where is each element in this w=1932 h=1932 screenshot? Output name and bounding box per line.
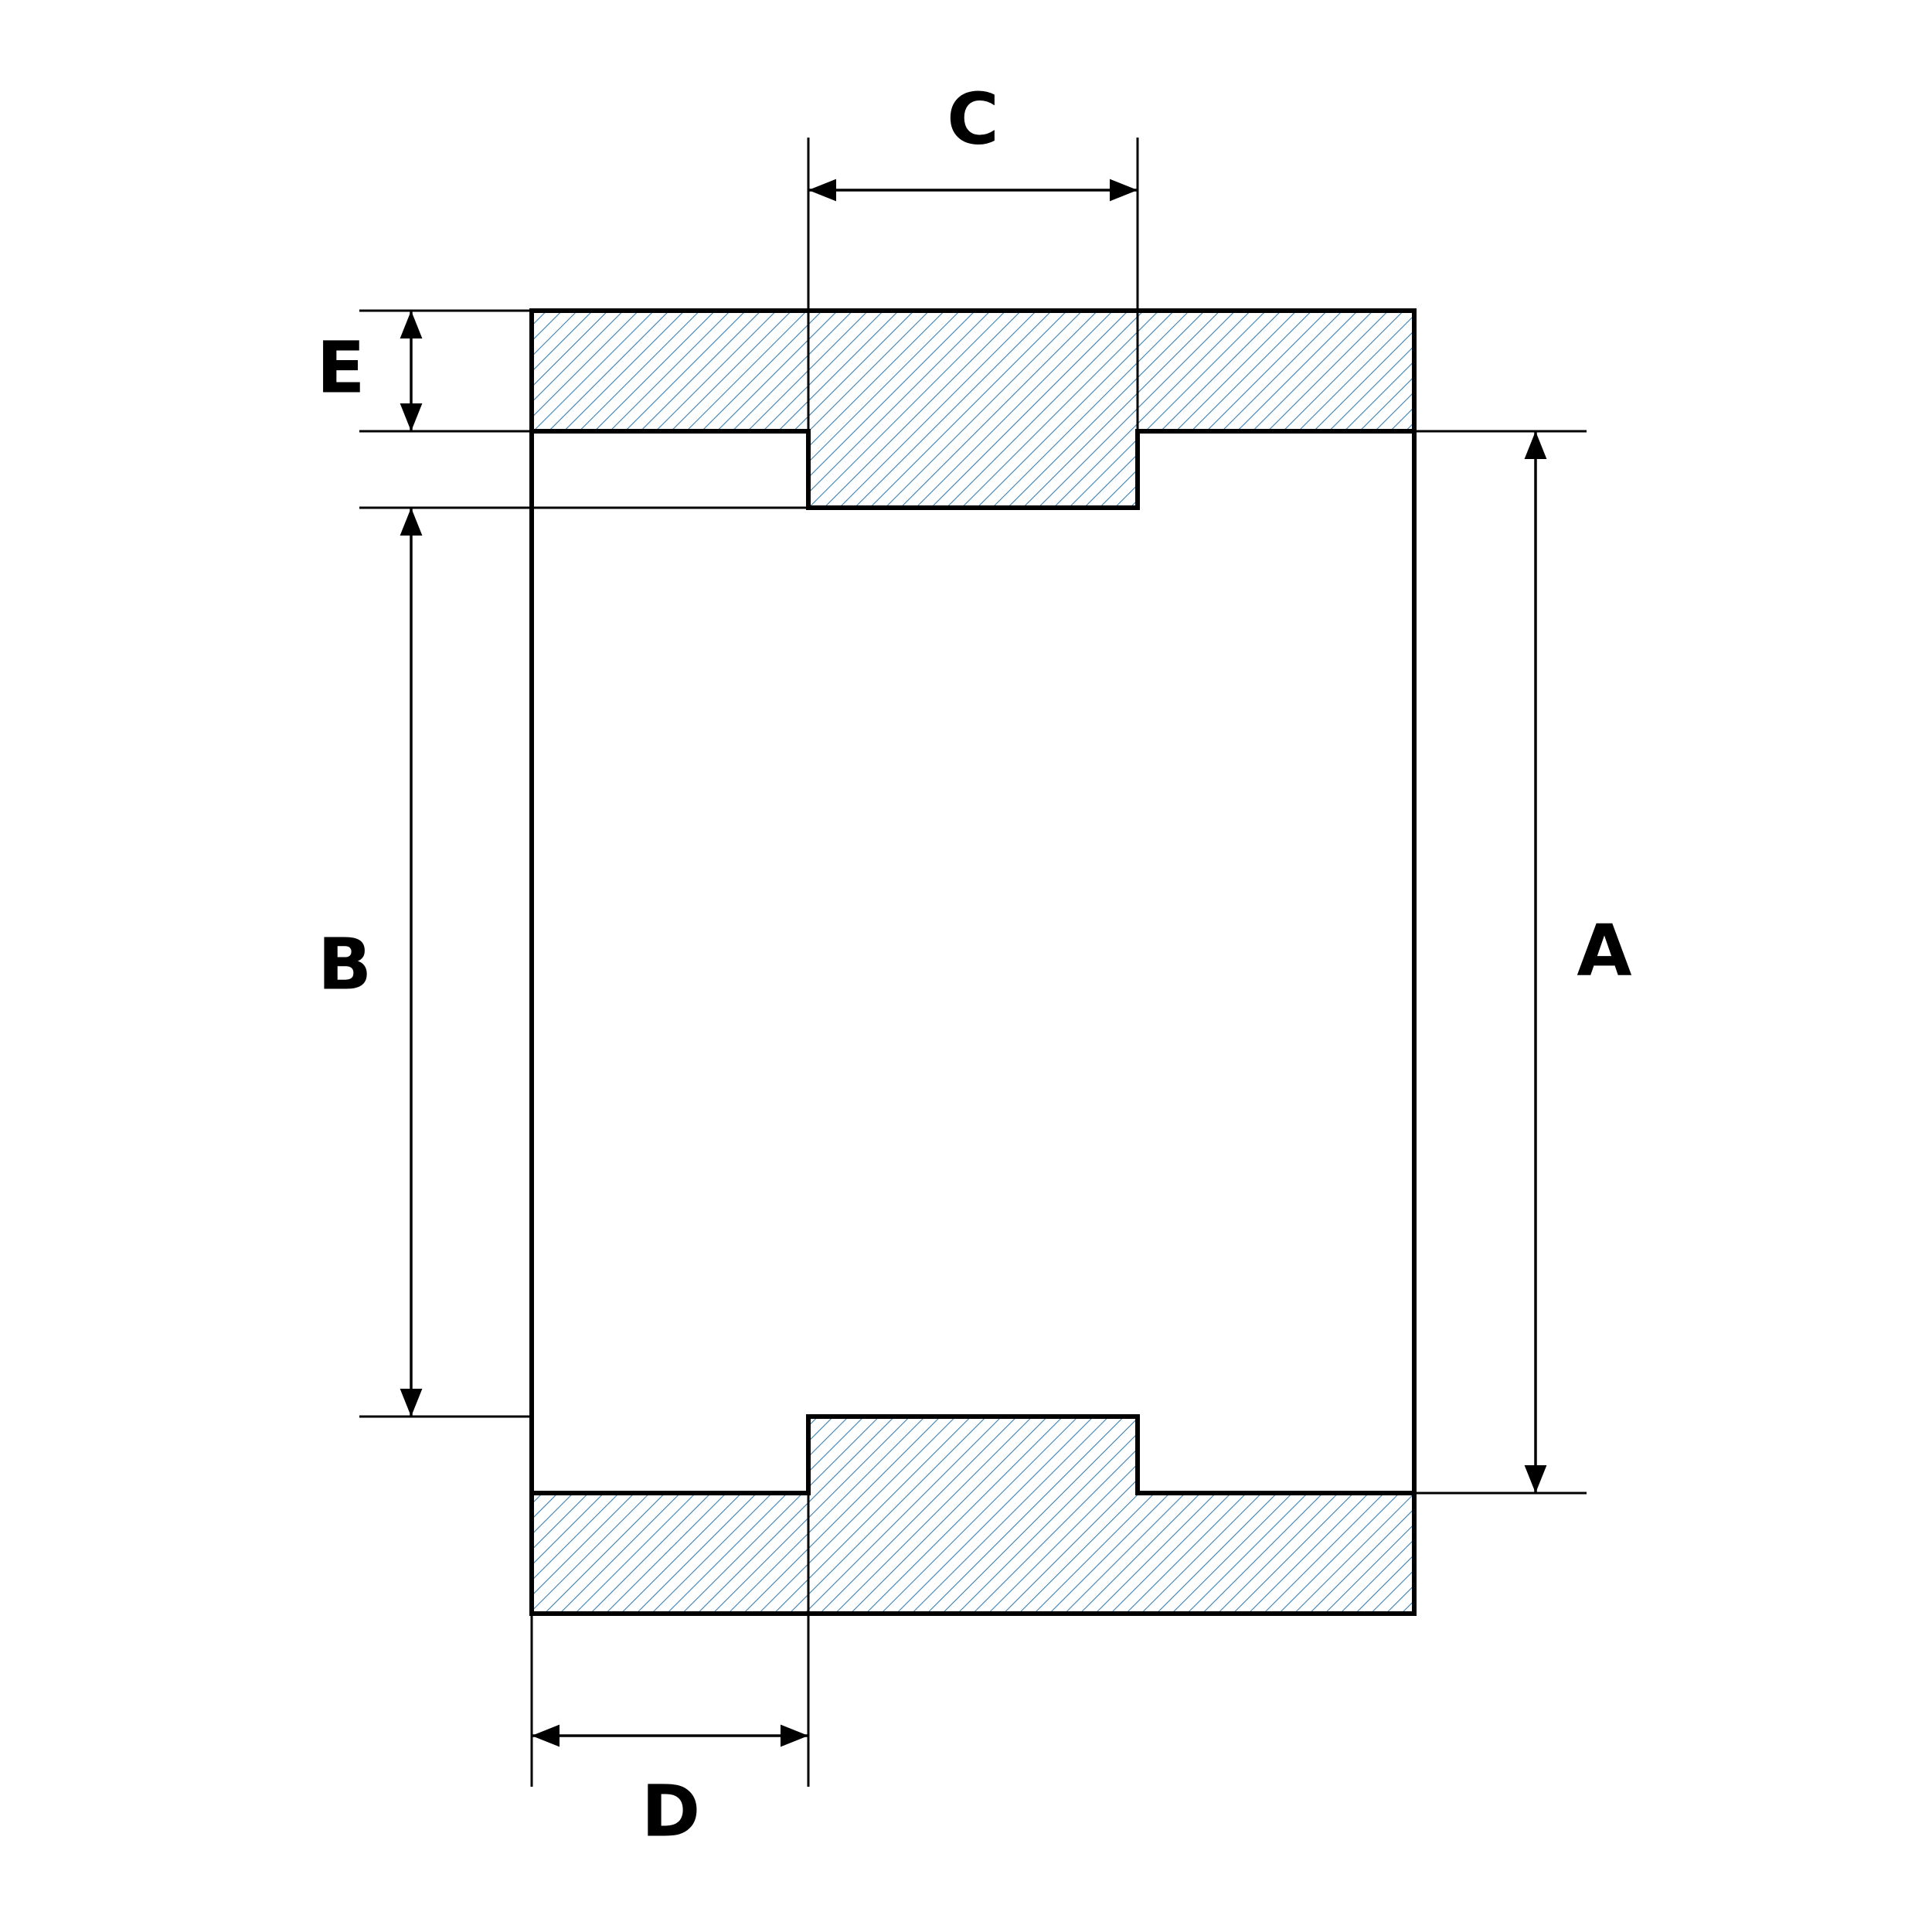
- label-c: C: [947, 77, 999, 160]
- extension-lines: [359, 138, 1587, 1787]
- top-flange-section: [529, 308, 1417, 510]
- part-outline: [529, 311, 1417, 1614]
- hatched-sections: [529, 308, 1417, 1616]
- dimension-lines: [400, 179, 1547, 1747]
- label-d: D: [641, 1770, 700, 1852]
- dimension-labels: C E B A D: [317, 77, 1632, 1852]
- bottom-flange-section: [529, 1414, 1417, 1616]
- section-divider-lines: [807, 311, 1139, 1614]
- label-a: A: [1577, 909, 1631, 992]
- label-b: B: [318, 923, 372, 1005]
- label-e: E: [317, 326, 366, 409]
